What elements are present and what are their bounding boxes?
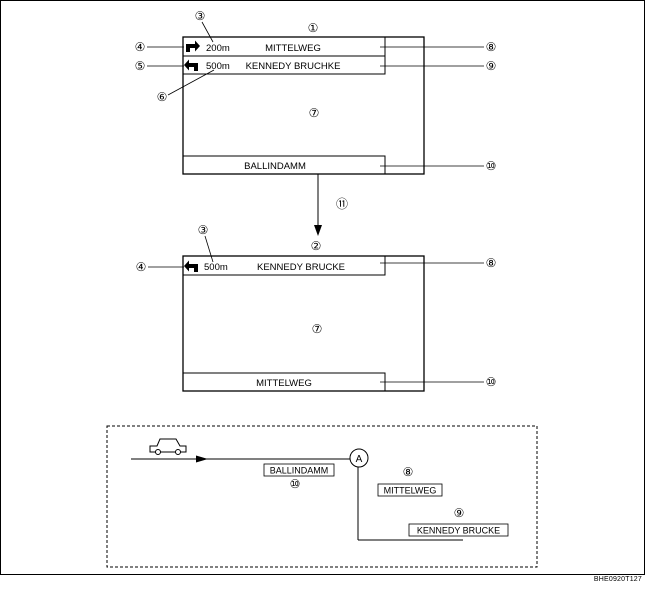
ballindamm-label-box <box>263 463 335 477</box>
left-turn-arrow-icon <box>184 59 198 71</box>
figure-code: BHE0920T127 <box>593 576 642 583</box>
route-map: A BALLINDAMM ⑩ ⑧ MITTELWEG ⑨ KENNEDY BRU… <box>106 425 538 568</box>
screen-after-callout: ② <box>311 239 322 253</box>
callout-9: ⑨ <box>454 506 465 520</box>
car-icon <box>149 438 187 455</box>
transition-arrow: ⑪ <box>314 174 348 236</box>
route-map-frame <box>106 425 538 568</box>
screen-before-callouts: ③ ④ ⑤ ⑥ ⑧ ⑨ ⑩ <box>135 9 497 173</box>
row1-distance: 500m <box>204 262 228 273</box>
callout-8: ⑧ <box>403 465 414 479</box>
callout-6: ⑥ <box>157 90 168 104</box>
ballindamm-label: BALLINDAMM <box>270 466 329 476</box>
callout-9: ⑨ <box>486 59 497 73</box>
callout-5: ⑤ <box>135 59 146 73</box>
screen-after: 500m KENNEDY BRUCKE ⑦ MITTELWEG ② <box>182 239 425 392</box>
callout-8: ⑧ <box>486 256 497 270</box>
direction-arrow-icon <box>196 455 208 463</box>
transition-callout: ⑪ <box>336 197 348 211</box>
screen-after-frame <box>182 255 425 392</box>
figure-frame <box>0 0 645 575</box>
current-street-bar <box>182 155 386 175</box>
kennedy-brucke-label: KENNEDY BRUCKE <box>417 526 500 536</box>
callout-10: ⑩ <box>486 375 497 389</box>
left-turn-arrow-icon <box>184 260 198 272</box>
row2-street: KENNEDY BRUCHKE <box>246 61 341 72</box>
intersection-marker <box>349 448 369 468</box>
row1-street: MITTELWEG <box>265 43 321 54</box>
intersection-label: A <box>356 454 363 465</box>
callout-10: ⑩ <box>290 477 301 491</box>
callout-4: ④ <box>136 260 147 274</box>
screen-before-frame <box>182 36 425 175</box>
map-area-callout: ⑦ <box>309 106 320 120</box>
screen-after-callouts: ③ ④ ⑧ ⑩ <box>136 223 497 389</box>
callout-8: ⑧ <box>486 40 497 54</box>
current-street: MITTELWEG <box>256 378 312 389</box>
callout-4: ④ <box>135 40 146 54</box>
screen-before: 200m MITTELWEG 500m KENNEDY BRUCHKE ⑦ BA… <box>182 21 425 175</box>
map-area-callout: ⑦ <box>312 322 323 336</box>
row2-distance: 500m <box>206 61 230 72</box>
mittelweg-label: MITTELWEG <box>384 486 437 496</box>
guidance-row-2 <box>182 55 386 75</box>
row1-street: KENNEDY BRUCKE <box>257 262 345 273</box>
callout-3: ③ <box>198 223 209 237</box>
screen-before-callout: ① <box>308 21 319 35</box>
row1-distance: 200m <box>206 43 230 54</box>
callout-10: ⑩ <box>486 159 497 173</box>
right-turn-arrow-icon <box>186 40 200 52</box>
current-street: BALLINDAMM <box>244 161 306 172</box>
guidance-row <box>182 255 386 276</box>
mittelweg-label-box <box>377 483 443 497</box>
callout-3: ③ <box>195 9 206 23</box>
kennedy-brucke-label-box <box>408 523 509 537</box>
